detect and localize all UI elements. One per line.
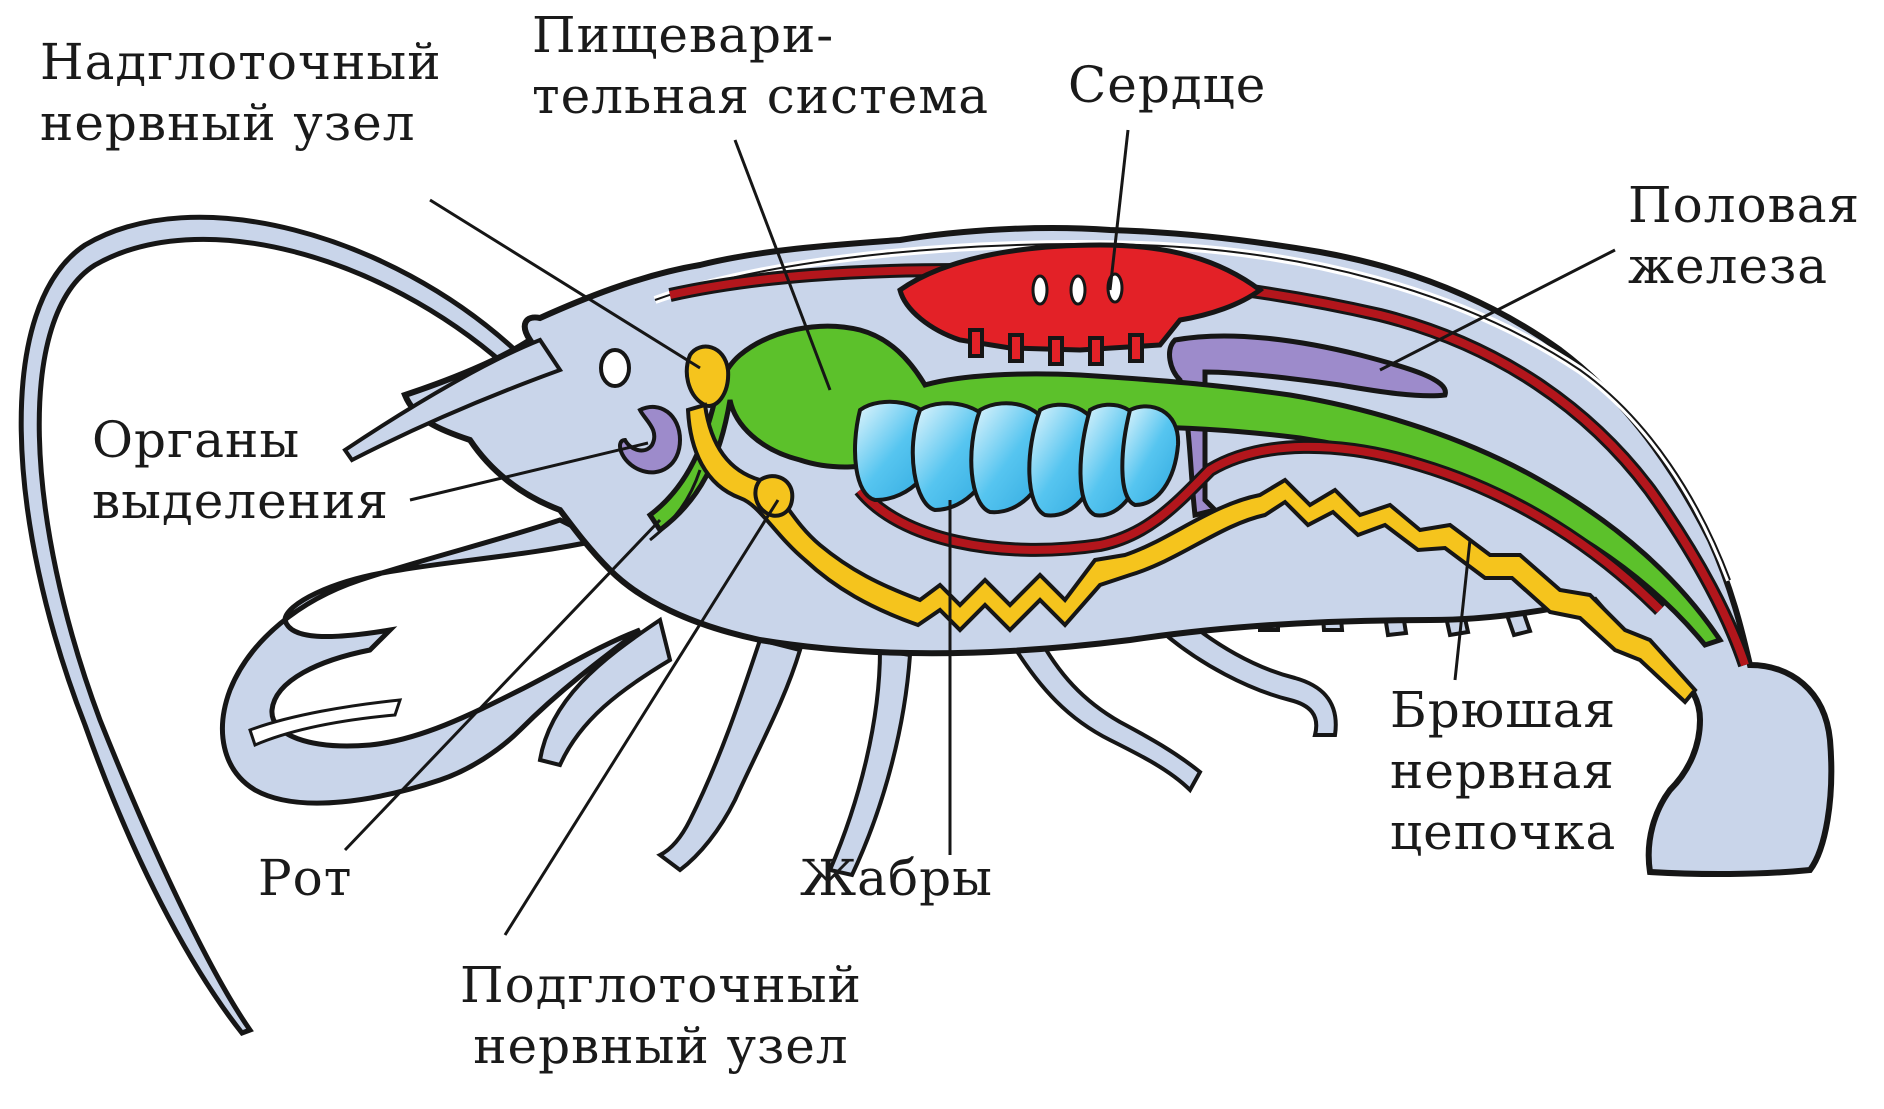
label-excretory-organs: Органы выделения xyxy=(92,410,389,532)
supraesophageal-ganglion xyxy=(687,347,728,406)
label-gonad: Половая железа xyxy=(1628,175,1860,297)
eye xyxy=(601,350,629,386)
label-digestive-system: Пищевари- тельная система xyxy=(532,5,989,127)
label-heart: Сердце xyxy=(1068,55,1266,116)
subesophageal-ganglion xyxy=(755,476,792,516)
walking-leg-2 xyxy=(660,640,800,870)
walking-leg-3 xyxy=(830,650,910,875)
label-gills: Жабры xyxy=(800,848,993,909)
label-ventral-nerve-chain: Брюшая нервная цепочка xyxy=(1390,680,1616,863)
antenna xyxy=(21,217,515,1033)
label-mouth: Рот xyxy=(258,848,352,909)
label-subesophageal-ganglion: Подглоточный нервный узел xyxy=(460,955,862,1077)
label-supraesophageal-ganglion: Надглоточный нервный узел xyxy=(40,32,442,154)
walking-leg-4 xyxy=(1010,630,1200,790)
